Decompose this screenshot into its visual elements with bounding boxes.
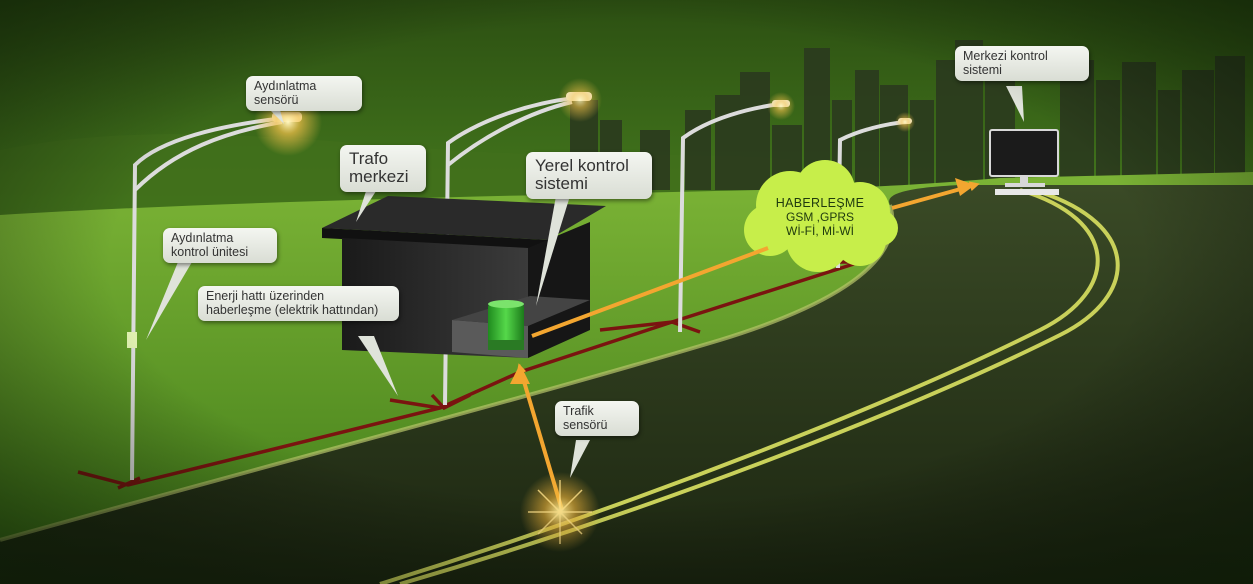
communication-title: HABERLEŞME (775, 196, 865, 210)
central-control-system-label: Merkezi kontrol sistemi (955, 46, 1089, 81)
communication-line1: GSM ,GPRS (785, 210, 854, 224)
local-control-system-label: Yerel kontrol sistemi (526, 152, 652, 199)
communication-line2: Wİ-Fİ, Mİ-Wİ (786, 224, 854, 238)
transformer-center-label: Trafo merkezi (340, 145, 426, 192)
power-line-communication-label: Enerji hattı üzerinden haberleşme (elekt… (198, 286, 399, 321)
traffic-sensor-label: Trafik sensörü (555, 401, 639, 436)
lighting-sensor-label: Aydınlatma sensörü (246, 76, 362, 111)
communication-cloud-text: HABERLEŞME GSM ,GPRS Wİ-Fİ, Mİ-Wİ (760, 196, 880, 238)
lighting-control-unit-label: Aydınlatma kontrol ünitesi (163, 228, 277, 263)
